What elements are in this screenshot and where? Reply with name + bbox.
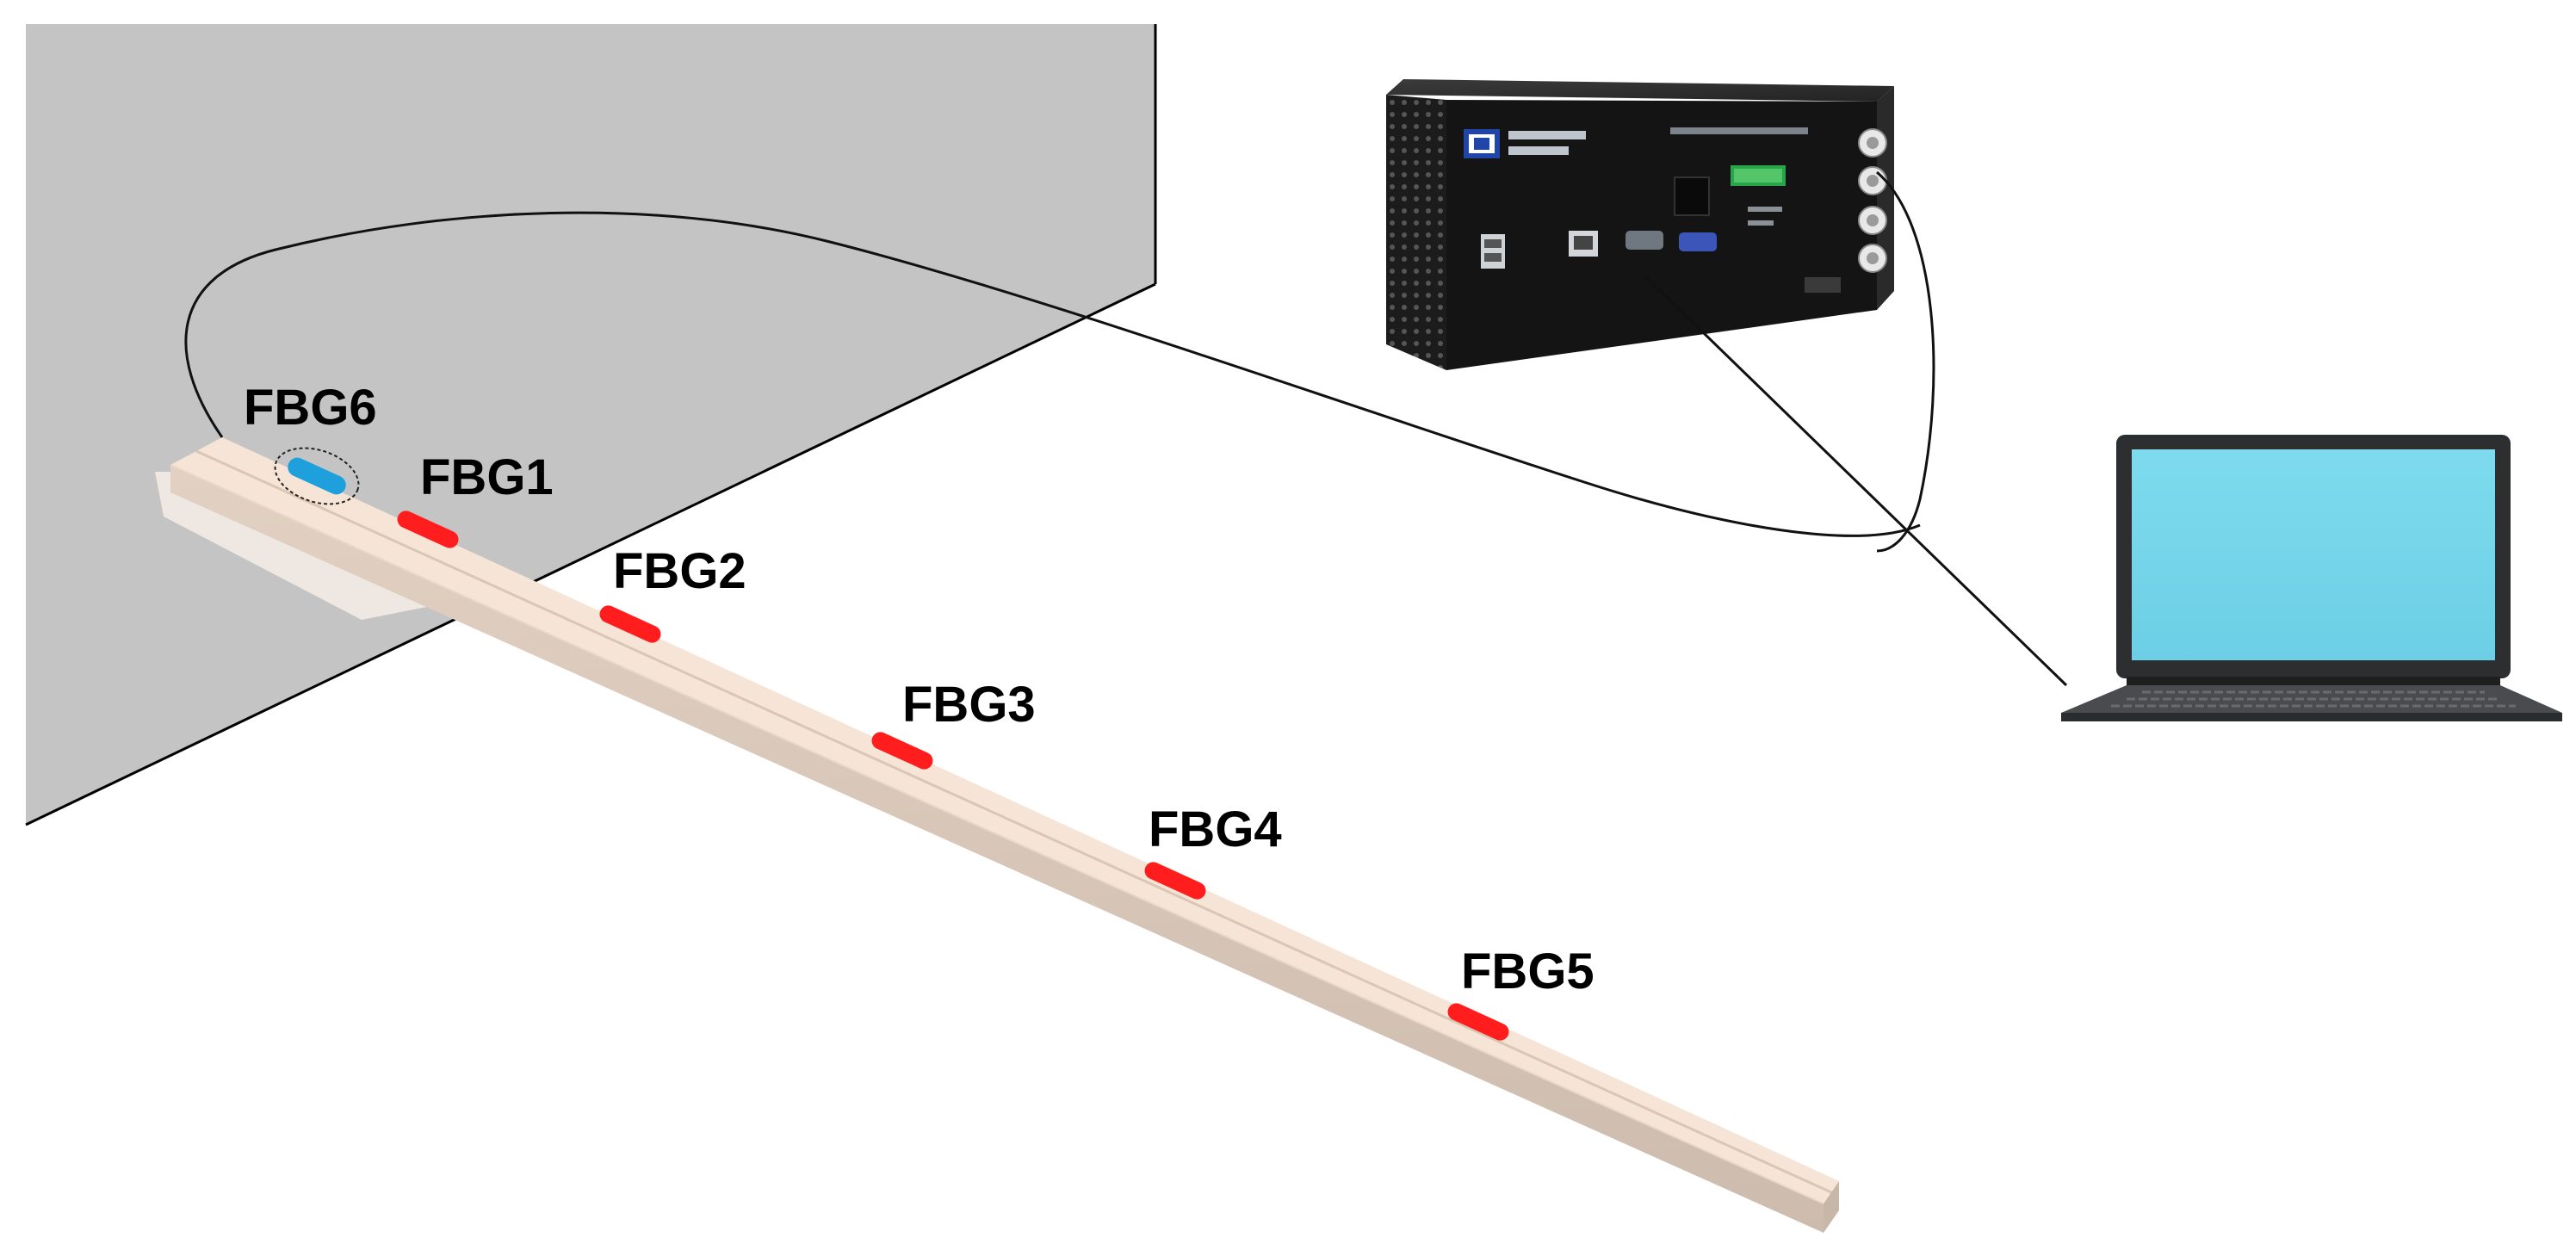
strain-grating-mark <box>871 732 933 770</box>
sensor-label: FBG4 <box>1149 801 1282 857</box>
sensor-label: FBG2 <box>613 543 746 599</box>
sensor-fbg5: FBG5 <box>1447 944 1595 1041</box>
sensor-fbg1: FBG1 <box>397 449 554 548</box>
optical-fiber-lead <box>184 211 1921 537</box>
strain-grating-mark <box>599 605 661 643</box>
sensor-fbg6: FBG6 <box>244 380 377 505</box>
strain-grating-mark <box>397 511 459 548</box>
fixed-wall <box>25 24 1157 826</box>
laptop-icon <box>2061 435 2562 721</box>
sensor-label: FBG3 <box>902 677 1036 733</box>
data-cable <box>1643 274 2068 687</box>
fbg-interrogator-icon <box>1386 79 1935 553</box>
strain-grating-mark <box>1447 1003 1509 1041</box>
sensor-label: FBG1 <box>420 449 554 505</box>
strain-grating-mark <box>1144 862 1206 900</box>
sensor-label: FBG5 <box>1461 944 1595 999</box>
sensor-label: FBG6 <box>244 380 377 436</box>
sensor-fbg4: FBG4 <box>1144 801 1282 900</box>
reference-sensor-outline <box>274 447 360 505</box>
sensor-fbg3: FBG3 <box>871 677 1036 770</box>
fiber-groove <box>195 449 1832 1194</box>
cantilever-beam <box>155 437 1839 1233</box>
sensor-fbg2: FBG2 <box>599 543 746 643</box>
reference-grating-mark <box>288 457 346 495</box>
